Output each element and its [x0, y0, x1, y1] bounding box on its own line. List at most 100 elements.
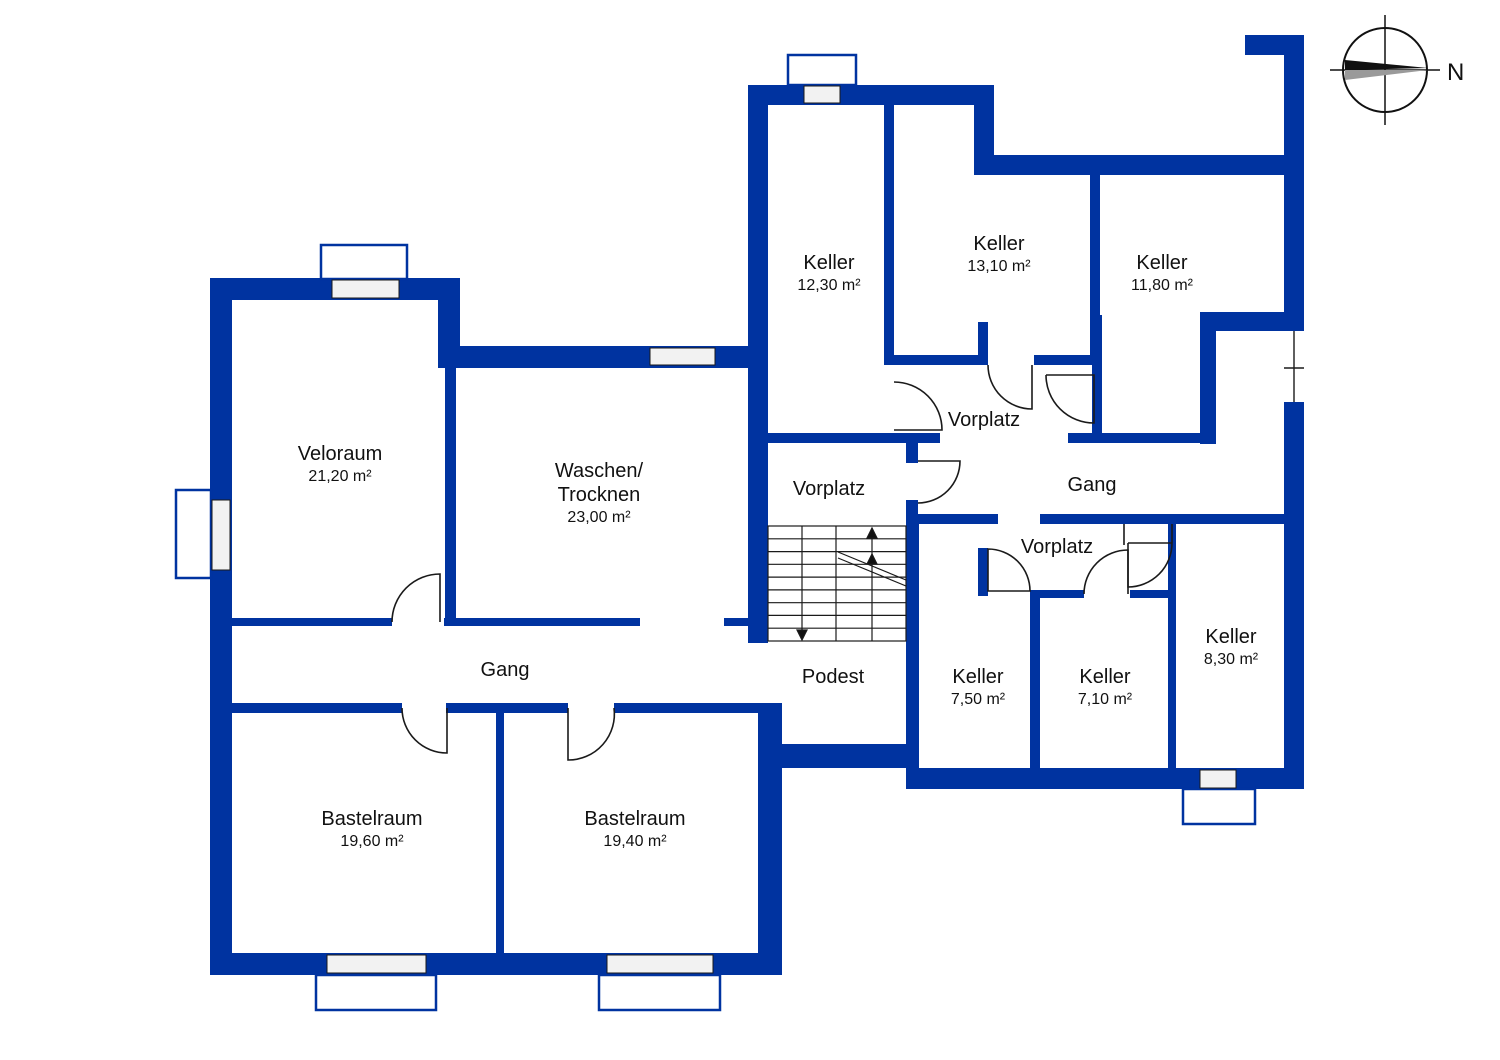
label-podest: Podest [802, 666, 865, 688]
room-labels: Veloraum 21,20 m² Waschen/ Trocknen 23,0… [298, 233, 1259, 850]
light-well [314, 973, 438, 1012]
wall [1284, 155, 1304, 331]
stair-arrowhead [796, 629, 808, 642]
wall [974, 85, 994, 175]
room-area-keller-b: 13,10 m² [967, 258, 1031, 275]
door [917, 460, 961, 504]
wall [446, 703, 568, 713]
wall [906, 514, 998, 524]
wall [906, 433, 918, 463]
wall [978, 322, 988, 365]
label-gang-left: Gang [481, 659, 530, 681]
wall [906, 520, 919, 789]
light-well [786, 53, 858, 87]
window [326, 954, 427, 974]
door [391, 573, 441, 623]
window [649, 347, 716, 366]
room-area-bastelraum-2: 19,40 m² [603, 833, 667, 850]
window [606, 954, 714, 974]
wall [978, 548, 988, 596]
wall [496, 710, 504, 956]
windows [174, 53, 1257, 1012]
wall [906, 768, 1304, 789]
room-area-keller-e: 7,10 m² [1078, 691, 1133, 708]
stair-break-line [837, 557, 907, 587]
room-name-bastelraum-2: Bastelraum [584, 808, 685, 830]
room-area-waschen: 23,00 m² [567, 509, 631, 526]
wall [974, 155, 1304, 175]
wall [1036, 590, 1084, 598]
window [1199, 769, 1237, 789]
light-well [174, 488, 213, 580]
room-name-waschen-line1: Waschen/ [555, 460, 644, 482]
stair-arrowhead [866, 526, 878, 539]
exterior-door-symbol [1284, 331, 1304, 402]
room-name-waschen-line2: Trocknen [558, 484, 641, 506]
room-name-keller-b: Keller [973, 233, 1024, 255]
door [987, 548, 1031, 592]
wall [445, 360, 456, 622]
wall [614, 703, 774, 713]
door [987, 364, 1033, 410]
wall [1284, 402, 1304, 789]
wall [1245, 35, 1304, 55]
wall [1168, 520, 1176, 772]
room-name-keller-a: Keller [803, 252, 854, 274]
door [401, 707, 448, 754]
doors [391, 364, 1173, 761]
door-frame [1123, 524, 1173, 545]
wall [444, 618, 640, 626]
door [1127, 542, 1173, 588]
room-name-keller-e: Keller [1079, 666, 1130, 688]
door [1083, 549, 1129, 595]
wall [758, 703, 782, 975]
light-well [597, 973, 722, 1012]
room-area-keller-d: 7,50 m² [951, 691, 1006, 708]
wall [724, 618, 754, 626]
wall [1200, 312, 1304, 331]
room-area-keller-f: 8,30 m² [1204, 651, 1259, 668]
wall [1030, 590, 1040, 772]
room-area-veloraum: 21,20 m² [308, 468, 372, 485]
window [803, 85, 841, 104]
wall [758, 744, 918, 768]
stair-break-line [837, 551, 907, 581]
wall [210, 278, 232, 975]
room-area-bastelraum-1: 19,60 m² [340, 833, 404, 850]
wall [1090, 170, 1100, 365]
wall [1130, 590, 1174, 598]
wall [438, 278, 460, 368]
room-name-bastelraum-1: Bastelraum [321, 808, 422, 830]
room-name-keller-f: Keller [1205, 626, 1256, 648]
window [331, 279, 400, 299]
compass-north-label: N [1447, 59, 1464, 86]
wall [1200, 312, 1216, 444]
room-name-keller-c: Keller [1136, 252, 1187, 274]
label-vorplatz-left: Vorplatz [793, 478, 865, 500]
wall [748, 85, 768, 643]
stair-outline [767, 525, 907, 642]
room-area-keller-a: 12,30 m² [797, 277, 861, 294]
room-name-keller-d: Keller [952, 666, 1003, 688]
window [211, 499, 231, 571]
door [1045, 374, 1095, 424]
wall [748, 85, 994, 105]
wall [1092, 315, 1102, 439]
wall [232, 618, 392, 626]
label-gang-right: Gang [1068, 474, 1117, 496]
door [893, 381, 943, 431]
stair-arrowhead [866, 552, 878, 565]
compass-north-arrow-icon: N [1330, 15, 1464, 125]
wall [1034, 355, 1094, 365]
room-name-veloraum: Veloraum [298, 443, 383, 465]
light-well [319, 243, 409, 281]
wall [884, 355, 978, 365]
wall [884, 100, 894, 365]
wall [232, 703, 402, 713]
wall [1284, 35, 1304, 175]
wall [1068, 433, 1208, 443]
label-vorplatz-bottom: Vorplatz [1021, 536, 1093, 558]
wall [762, 433, 892, 443]
